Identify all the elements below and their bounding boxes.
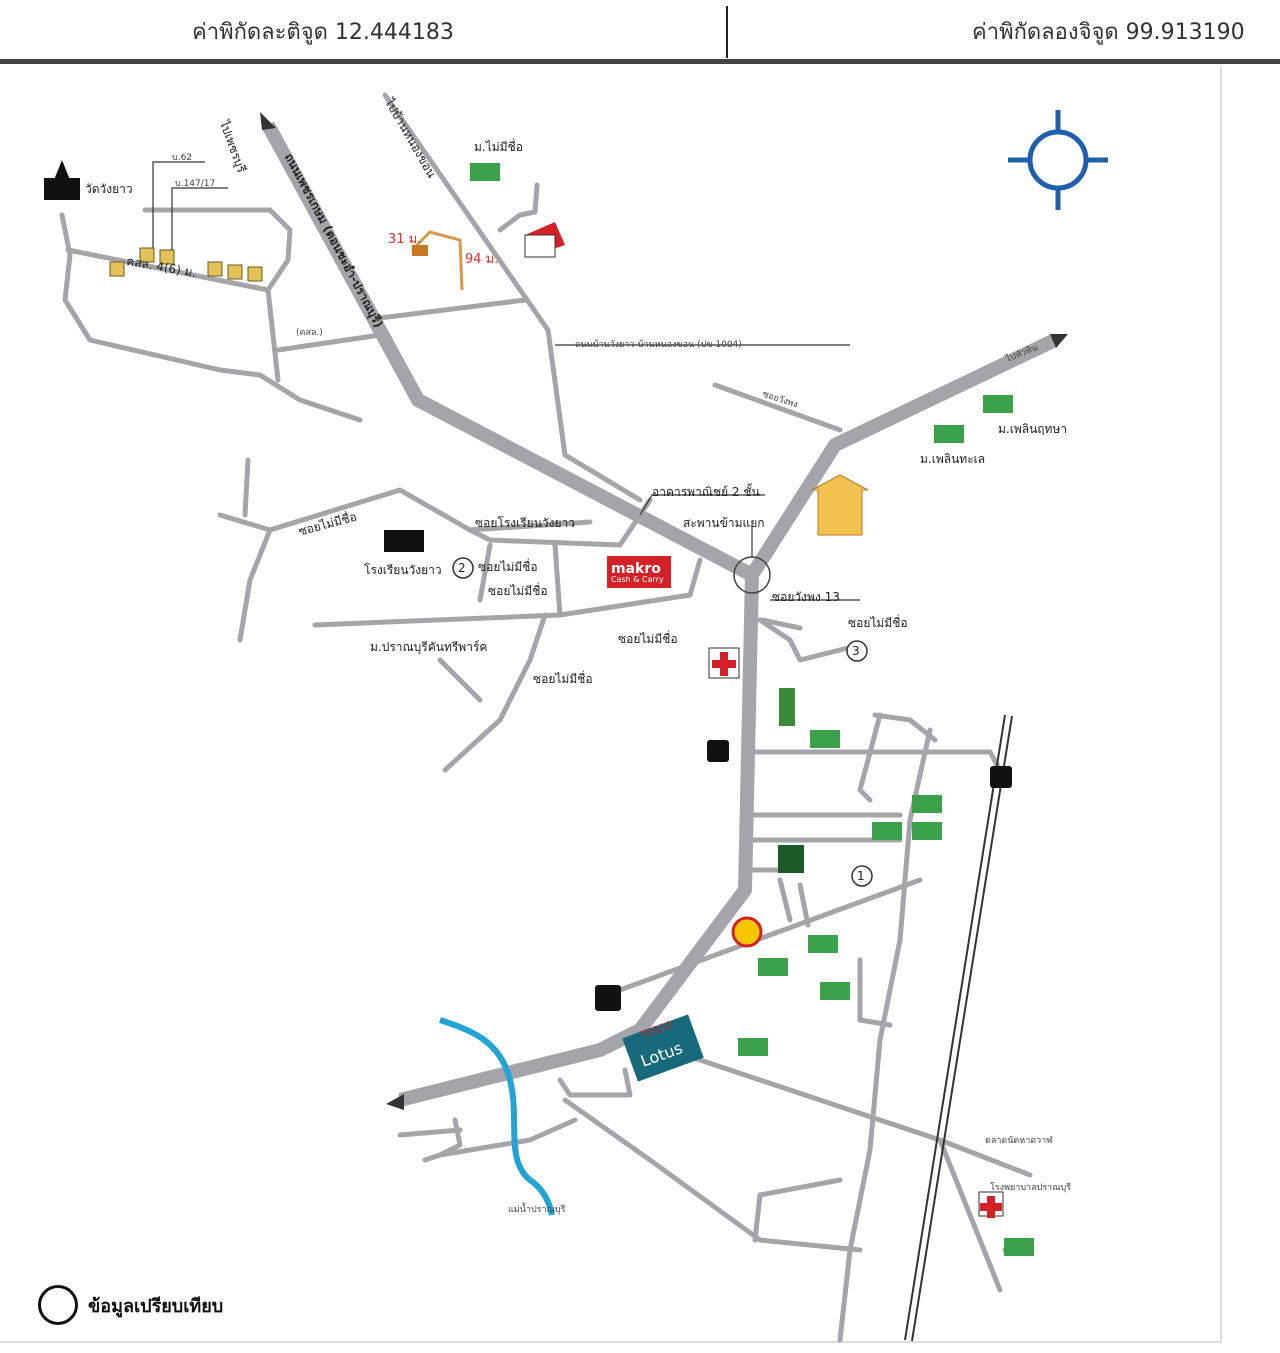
police-box-icon-2	[595, 985, 621, 1011]
label-river: แม่น้ำปราณบุรี	[508, 1205, 566, 1215]
village-icons	[470, 163, 1034, 1256]
legend-label: ข้อมูลเปรียบเทียบ	[88, 1295, 224, 1317]
label-soi-no-name-3: ซอยไม่มีชื่อ	[488, 584, 548, 598]
school-icon	[384, 530, 424, 552]
police-box-icon	[707, 740, 729, 762]
label-building-2: อาคารพาณิชย์ 2 ชั้น	[652, 485, 760, 499]
minor-roads	[59, 92, 1033, 1343]
coordinate-header: ค่าพิกัดละติจูด 12.444183 ค่าพิกัดลองจิจ…	[0, 0, 1280, 64]
label-house-147: บ.147/17	[175, 179, 216, 189]
subject-plot	[410, 230, 464, 291]
label-house-62: บ.62	[172, 153, 193, 163]
shell-station-icon	[731, 916, 763, 948]
marker-1: 1	[857, 869, 865, 883]
label-plearn-season: ม.เพลินฤทษา	[998, 422, 1068, 436]
makro-subtitle: Cash & Carry	[611, 575, 664, 584]
map-frame	[0, 66, 1222, 1343]
river	[439, 1017, 555, 1216]
label-dist-31: 31 ม.	[388, 232, 422, 247]
tesco-lotus-logo	[622, 1014, 704, 1082]
longitude-label: ค่าพิกัดลองจิจูด 99.913190	[972, 20, 1245, 45]
marker-2: 2	[458, 561, 466, 575]
label-school: โรงเรียนวังยาว	[364, 563, 442, 577]
police-station-icon	[811, 474, 869, 536]
legend-circle-icon	[38, 1285, 78, 1325]
label-hospital: โรงพยาบาลปราณบุรี	[990, 1183, 1072, 1193]
label-soi-wang-phong: ซอยไม่มีชื่อ	[848, 616, 908, 630]
makro-logo	[607, 556, 671, 588]
label-soi-school: ซอยโรงเรียนวังยาว	[475, 516, 576, 530]
temple-spire-icon	[54, 160, 70, 180]
railway	[904, 714, 1013, 1342]
marker-3: 3	[852, 644, 860, 658]
landmark-icons	[44, 160, 1012, 1011]
label-village-no-name: ม.ไม่มีชื่อ	[474, 140, 523, 154]
header-divider	[726, 6, 728, 58]
arrow-north-icon	[260, 112, 276, 130]
header-rule	[0, 59, 1280, 64]
marker-circles	[452, 557, 873, 887]
house-icons	[109, 247, 263, 282]
arrow-northeast-icon	[1050, 334, 1068, 348]
label-bridge: สะพานข้ามแยก	[683, 516, 765, 530]
bigc-icon	[778, 845, 804, 873]
temple-icon	[44, 178, 80, 200]
latitude-label: ค่าพิกัดละติจูด 12.444183	[192, 20, 454, 45]
compass-logo	[1008, 110, 1108, 210]
label-soi-no-name-5: ซอยไม่มีชื่อ	[533, 672, 593, 686]
label-wat-wang-yao: วัดวังยาว	[85, 182, 133, 196]
label-dist-94: 94 ม.	[465, 252, 499, 267]
police-box-icon-3	[990, 766, 1012, 788]
label-plearn-sea: ม.เพลินทะเล	[920, 452, 986, 466]
label-pranburi-village: ม.ปราณบุรีคันทรีพาร์ค	[370, 640, 488, 654]
traffic-light-icon	[779, 688, 795, 726]
label-soi-no-name-4: ซอยไม่มีชื่อ	[618, 632, 678, 646]
leader-lines	[152, 161, 860, 601]
label-soi-wang-phong-13: ซอยวังพง 13	[772, 590, 840, 604]
label-market: ตลาดนัดหาดวาฬ	[985, 1136, 1053, 1146]
arrow-west-icon	[386, 1094, 404, 1110]
map-legend: ข้อมูลเปรียบเทียบ	[38, 1285, 223, 1325]
label-kor-sor-lor: (คสล.)	[296, 328, 323, 338]
main-highway	[261, 121, 1059, 1107]
label-wang-yao-road: ถนนบ้านวังยาว-บ้านหนองขอน (ปข 1004)	[575, 340, 742, 350]
label-soi-no-name-2: ซอยไม่มีชื่อ	[478, 560, 538, 574]
makro-title: makro	[611, 561, 661, 577]
